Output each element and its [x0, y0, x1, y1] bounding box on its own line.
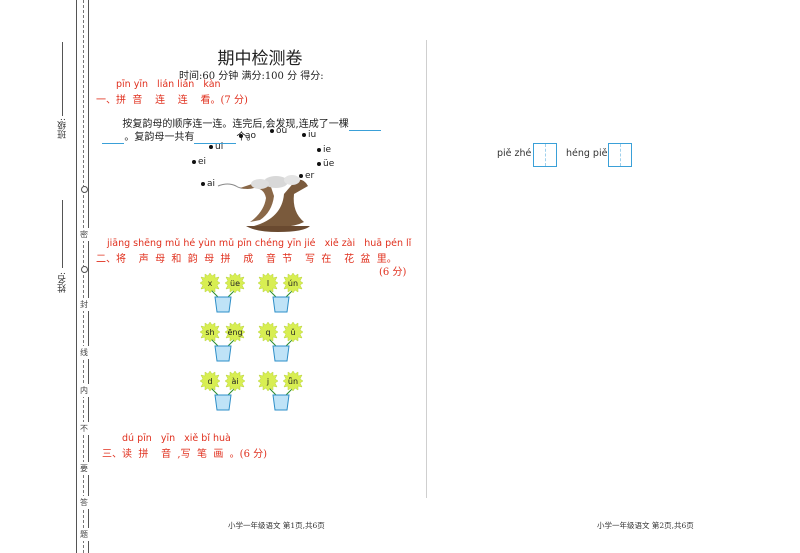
- seal-char: 内: [79, 384, 89, 397]
- seal-char: 答: [79, 496, 89, 509]
- footer-left: 小学一年级语文 第1页,共6页: [228, 521, 325, 530]
- flower-initial: j: [266, 376, 270, 386]
- class-label: 班级:: [58, 118, 68, 140]
- flower-pot-4[interactable]: q ǔ: [256, 322, 306, 362]
- score-blank[interactable]: [342, 78, 376, 79]
- flower-pot-1[interactable]: x üe: [198, 273, 248, 313]
- flower-initial: q: [265, 327, 271, 337]
- flower-pot-icon: [199, 322, 246, 362]
- seal-char: 题: [79, 528, 89, 541]
- name-underline: [62, 200, 63, 268]
- flower-initial: l: [266, 278, 270, 288]
- flower-final: ǖn: [287, 376, 299, 386]
- seal-char: 密: [79, 228, 89, 241]
- q1-instruction-2: 。复韵母一共有 个。: [96, 117, 256, 144]
- binding-line-left: [76, 0, 77, 553]
- dot-icon: [299, 173, 303, 178]
- class-underline: [62, 42, 63, 116]
- tree-shape-blank[interactable]: [348, 119, 381, 131]
- q2-heading: 二、将 声 母 和 韵 母 拼 成 音 节 写 在 花 盆 里。: [96, 254, 397, 265]
- name-label: 姓名:: [58, 272, 68, 294]
- flower-pot-icon: [257, 322, 304, 362]
- vowel-node-ao[interactable]: ao: [239, 131, 256, 141]
- seal-char: 线: [79, 346, 89, 359]
- vowel-node-er[interactable]: er: [299, 171, 314, 181]
- tree-shape-blank-cont[interactable]: [102, 132, 125, 144]
- vowel-node-ou[interactable]: ou: [270, 126, 287, 136]
- q1-unit-text: 个。: [236, 132, 257, 143]
- flower-pot-icon: [199, 273, 246, 313]
- flower-final: ǔ: [290, 327, 296, 337]
- seal-char: 要: [79, 462, 89, 475]
- flower-initial: x: [207, 278, 213, 288]
- q1-instruction-text: 按复韵母的顺序连一连。连完后,会发现,连成了一棵: [122, 119, 349, 130]
- vowel-node-ui[interactable]: ui: [209, 142, 223, 152]
- q2-score: (6 分): [379, 267, 407, 278]
- flower-pot-icon: [199, 371, 246, 411]
- flower-pot-icon: [257, 273, 304, 313]
- dot-icon: [302, 132, 306, 137]
- page-divider: [426, 40, 427, 498]
- seal-circle: [81, 186, 88, 193]
- seal-char: 不: [79, 422, 89, 435]
- q1-heading: 一、拼 音 连 连 看。(7 分): [96, 95, 248, 106]
- flower-pot-icon: [257, 371, 304, 411]
- flower-initial: sh: [205, 327, 215, 337]
- vowel-node-ei[interactable]: ei: [192, 157, 206, 167]
- binding-line-right: [88, 0, 89, 553]
- flower-pot-5[interactable]: d ài: [198, 371, 248, 411]
- flower-pot-2[interactable]: l ún: [256, 273, 306, 313]
- flower-final: ài: [231, 376, 239, 386]
- vowel-count-blank[interactable]: [194, 132, 237, 144]
- flower-final: ēng: [227, 327, 243, 337]
- flower-final: üe: [230, 278, 240, 288]
- dot-icon: [209, 144, 213, 149]
- q2-pinyin: jiāng shēng mǔ hé yùn mǔ pīn chéng yīn j…: [107, 238, 412, 249]
- dot-icon: [201, 181, 205, 186]
- q1-count-text: 。复韵母一共有: [124, 132, 195, 143]
- q3-heading: 三、读 拼 音 ,写 笔 画 。(6 分): [102, 449, 268, 460]
- vowel-node-ue[interactable]: üe: [317, 159, 334, 169]
- dot-icon: [317, 161, 321, 166]
- vowel-node-ie[interactable]: ie: [317, 145, 331, 155]
- seal-char: 封: [79, 298, 89, 311]
- q3-pinyin: dú pīn yīn xiě bǐ huà: [122, 433, 231, 444]
- dot-icon: [317, 147, 321, 152]
- q1-instruction: 按复韵母的顺序连一连。连完后,会发现,连成了一棵: [116, 104, 381, 131]
- stroke-label-heng-pie: héng piě: [566, 148, 608, 159]
- flower-final: ún: [287, 278, 299, 288]
- page-title: 期中检测卷: [217, 49, 303, 69]
- stroke-label-pie-zhe: piě zhé: [497, 148, 532, 159]
- q1-pinyin: pīn yīn lián lián kàn: [116, 79, 221, 90]
- dot-icon: [270, 128, 274, 133]
- dot-icon: [192, 159, 196, 164]
- flower-pot-6[interactable]: j ǖn: [256, 371, 306, 411]
- flower-pot-3[interactable]: sh ēng: [198, 322, 248, 362]
- seal-circle: [81, 266, 88, 273]
- stroke-writing-box-2[interactable]: [608, 143, 632, 167]
- vowel-node-iu[interactable]: iu: [302, 130, 316, 140]
- seal-dashed-line: [83, 0, 84, 553]
- stroke-writing-box-1[interactable]: [533, 143, 557, 167]
- flower-initial: d: [207, 376, 213, 386]
- dot-icon: [239, 133, 243, 138]
- footer-right: 小学一年级语文 第2页,共6页: [597, 521, 694, 530]
- vowel-node-ai[interactable]: ai: [201, 179, 215, 189]
- tree-stump-icon: [217, 175, 310, 232]
- exam-info: 时间:60 分钟 满分:100 分 得分:: [179, 71, 324, 82]
